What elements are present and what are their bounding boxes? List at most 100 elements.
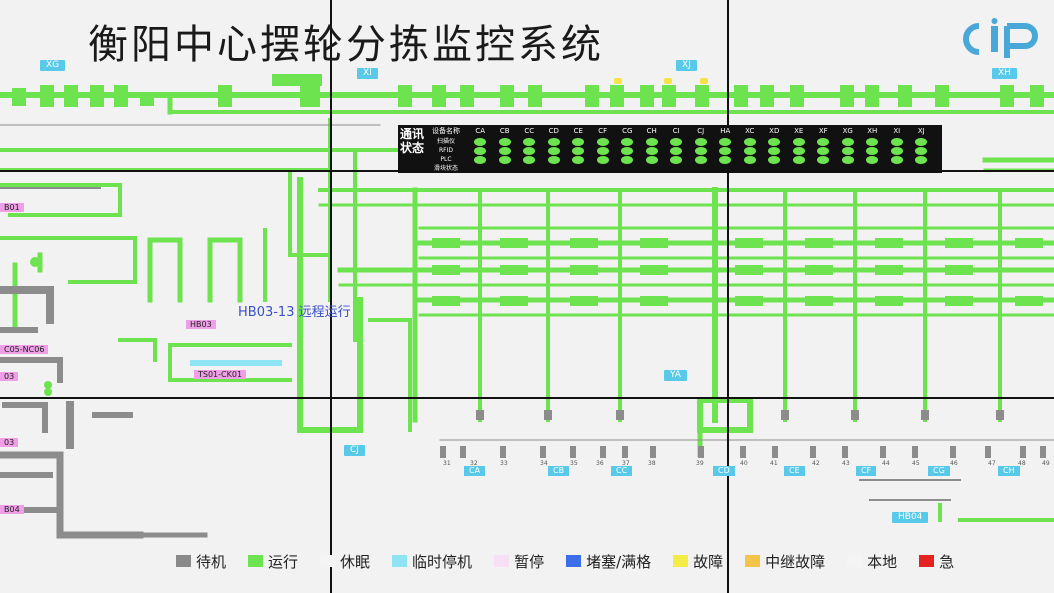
comm-header-xd: XD (769, 127, 780, 135)
legend-item: 中继故障 (745, 551, 825, 572)
comm-status-dot[interactable] (596, 138, 609, 146)
comm-status-dot[interactable] (841, 147, 854, 155)
comm-status-dot[interactable] (547, 138, 560, 146)
comm-status-dot[interactable] (572, 138, 584, 146)
area-tag[interactable]: CJ (344, 445, 365, 456)
comm-status-dot[interactable] (645, 147, 658, 155)
comm-status-dot[interactable] (915, 147, 927, 155)
comm-status-dot[interactable] (498, 147, 511, 155)
comm-status-dot[interactable] (743, 147, 756, 155)
comm-status-dot[interactable] (621, 156, 633, 164)
area-label[interactable]: 03 (0, 372, 19, 381)
zone-tag[interactable]: XI (357, 68, 378, 79)
comm-status-dot[interactable] (523, 147, 535, 155)
area-label[interactable]: TS01-CK01 (194, 370, 247, 379)
comm-status-dot[interactable] (841, 138, 854, 146)
comm-status-dot[interactable] (572, 156, 584, 164)
comm-status-dot[interactable] (719, 156, 731, 164)
comm-header-device: 设备名称 (432, 127, 460, 135)
chute-label[interactable]: CE (784, 466, 805, 476)
comm-status-dot[interactable] (841, 156, 854, 164)
comm-header-xc: XC (745, 127, 755, 135)
area-tag[interactable]: HB04 (892, 512, 929, 523)
comm-status-dot[interactable] (523, 138, 535, 146)
legend-swatch (566, 555, 582, 567)
comm-status-dot[interactable] (890, 138, 903, 146)
chute-label[interactable]: CB (548, 466, 570, 476)
comm-status-dot[interactable] (768, 147, 780, 155)
comm-status-dot[interactable] (596, 156, 609, 164)
comm-status-dot[interactable] (547, 156, 560, 164)
legend-item: 运行 (248, 551, 298, 572)
comm-status-dot[interactable] (743, 138, 756, 146)
area-label[interactable]: 03 (0, 438, 19, 447)
chute-label[interactable]: CF (856, 466, 877, 476)
comm-status-dot[interactable] (866, 147, 878, 155)
comm-status-dot[interactable] (792, 147, 805, 155)
chute-number: 40 (740, 460, 748, 467)
comm-status-dot[interactable] (498, 138, 511, 146)
chute-label[interactable]: CD (713, 466, 735, 476)
comm-status-dot[interactable] (792, 138, 805, 146)
comm-status-dot[interactable] (719, 147, 731, 155)
comm-status-dot[interactable] (621, 138, 633, 146)
comm-status-dot[interactable] (768, 156, 780, 164)
comm-status-dot[interactable] (817, 138, 829, 146)
chute-label[interactable]: CA (464, 466, 486, 476)
comm-status-dot[interactable] (890, 147, 903, 155)
comm-status-dot[interactable] (474, 138, 486, 146)
comm-status-dot[interactable] (474, 147, 486, 155)
legend-label: 故障 (693, 552, 724, 571)
chute-number: 41 (770, 460, 778, 467)
comm-status-dot[interactable] (817, 147, 829, 155)
comm-status-dot[interactable] (890, 156, 903, 164)
comm-status-dot[interactable] (670, 156, 682, 164)
zone-tag[interactable]: XJ (676, 60, 697, 71)
cip-logo-icon (963, 18, 1038, 58)
chute-label[interactable]: CC (611, 466, 633, 476)
area-label[interactable]: B04 (0, 505, 24, 514)
zone-tag[interactable]: XG (40, 60, 66, 71)
comm-status-dot[interactable] (792, 156, 805, 164)
comm-status-dot[interactable] (817, 156, 829, 164)
legend-label: 暂停 (514, 552, 545, 571)
comm-status-dot[interactable] (694, 147, 707, 155)
comm-status-dot[interactable] (498, 156, 511, 164)
chute-number: 37 (622, 460, 630, 467)
comm-status-dot[interactable] (866, 156, 878, 164)
comm-status-dot[interactable] (768, 138, 780, 146)
comm-status-dot[interactable] (474, 156, 486, 164)
comm-status-dot[interactable] (670, 138, 682, 146)
comm-status-dot[interactable] (572, 147, 584, 155)
area-tag[interactable]: YA (664, 370, 687, 381)
chute-number: 33 (500, 460, 508, 467)
comm-status-dot[interactable] (645, 156, 658, 164)
area-label[interactable]: HB03 (186, 320, 216, 329)
comm-status-dot[interactable] (915, 138, 927, 146)
comm-status-dot[interactable] (547, 147, 560, 155)
comm-status-dot[interactable] (523, 156, 535, 164)
area-label[interactable]: B01 (0, 203, 24, 212)
comm-status-dot[interactable] (719, 138, 731, 146)
chute-label[interactable]: CH (998, 466, 1020, 476)
comm-status-dot[interactable] (621, 147, 633, 155)
legend-item: 暂停 (494, 551, 544, 572)
comm-header-cd: CD (548, 127, 559, 135)
legend-item: 故障 (673, 551, 723, 572)
comm-header-xg: XG (842, 127, 853, 135)
comm-status-dot[interactable] (645, 138, 658, 146)
comm-row-label: 滑块状态 (433, 165, 458, 172)
comm-status-dot[interactable] (743, 156, 756, 164)
comm-status-dot[interactable] (596, 147, 609, 155)
legend-swatch (494, 555, 510, 567)
chute-number: 34 (540, 460, 548, 467)
legend-swatch (919, 555, 935, 567)
comm-status-dot[interactable] (670, 147, 682, 155)
comm-status-dot[interactable] (694, 138, 707, 146)
zone-tag[interactable]: XH (992, 68, 1017, 79)
chute-label[interactable]: CG (928, 466, 950, 476)
area-label[interactable]: C05-NC06 (0, 345, 49, 354)
comm-status-dot[interactable] (694, 156, 707, 164)
comm-status-dot[interactable] (866, 138, 878, 146)
comm-status-dot[interactable] (915, 156, 927, 164)
